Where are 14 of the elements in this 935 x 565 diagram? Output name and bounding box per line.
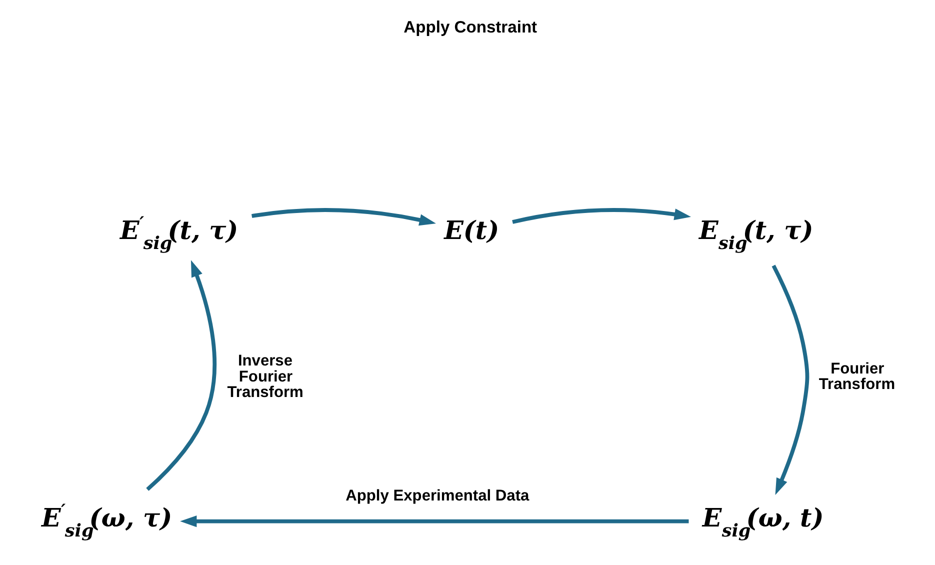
node-text: E$_{sig}$(t, τ): [698, 214, 814, 254]
node-text: E(t): [444, 214, 500, 245]
arrow: [512, 208, 691, 224]
node-text: E$_{sig}$(ω, t): [702, 502, 824, 542]
arrow: [146, 260, 217, 491]
edge-label: Inverse Fourier Transform: [227, 352, 304, 401]
node-text: E$^{′}$$_{sig}$(ω, τ): [42, 501, 172, 542]
arrow: [772, 264, 810, 495]
arrow: [252, 208, 436, 226]
node-text: E$^{′}$$_{sig}$(t, τ): [120, 214, 238, 254]
edge-label: Fourier Transform: [818, 360, 896, 394]
edge-label: Apply Experimental Data: [346, 488, 530, 505]
arrow: [180, 515, 689, 528]
label: Apply Constraint: [404, 18, 538, 37]
